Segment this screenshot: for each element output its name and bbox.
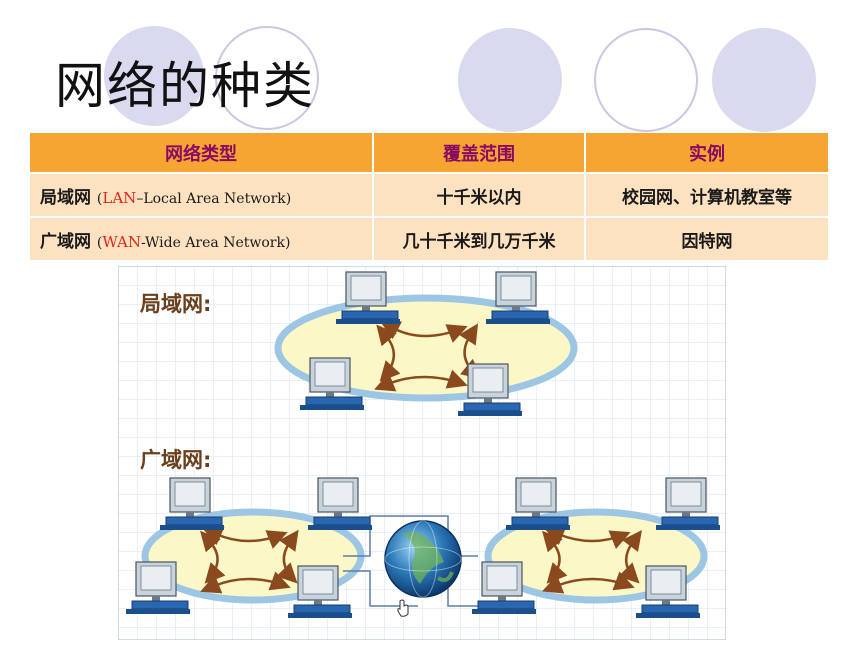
cell-network-type: 局域网 (LAN–Local Area Network) <box>30 172 374 216</box>
cell-range: 十千米以内 <box>374 172 586 216</box>
type-full-name: -Wide Area Network <box>141 234 285 251</box>
decorative-circle <box>104 26 204 126</box>
decorative-circle <box>712 28 816 132</box>
decorative-circle <box>594 28 698 132</box>
type-name-cn: 广域网 <box>40 231 91 252</box>
page-title: 网络的种类 <box>55 57 315 115</box>
column-header-range: 覆盖范围 <box>374 133 586 172</box>
network-diagram: 局域网: 广域网: <box>118 266 726 640</box>
column-header-type: 网络类型 <box>30 133 374 172</box>
paren-close: ) <box>284 234 291 251</box>
paren-close: ) <box>285 190 292 207</box>
decorative-circle <box>215 26 319 130</box>
type-abbr: LAN <box>102 188 137 207</box>
paren-open: ( <box>96 234 103 251</box>
column-header-example: 实例 <box>586 133 830 172</box>
type-name-cn: 局域网 <box>40 187 91 208</box>
globe-icon <box>384 520 462 598</box>
hand-cursor-icon <box>397 599 409 617</box>
cell-example: 校园网、计算机教室等 <box>586 172 830 216</box>
table-row: 广域网 (WAN-Wide Area Network) 几十千米到几万千米 因特… <box>30 216 830 260</box>
type-abbr: WAN <box>102 232 142 251</box>
network-types-table: 网络类型 覆盖范围 实例 局域网 (LAN–Local Area Network… <box>30 133 830 260</box>
wan-label: 广域网: <box>140 448 212 472</box>
table-header-row: 网络类型 覆盖范围 实例 <box>30 133 830 172</box>
table-row: 局域网 (LAN–Local Area Network) 十千米以内 校园网、计… <box>30 172 830 216</box>
lan-label: 局域网: <box>140 292 212 316</box>
cell-range: 几十千米到几万千米 <box>374 216 586 260</box>
cell-network-type: 广域网 (WAN-Wide Area Network) <box>30 216 374 260</box>
paren-open: ( <box>96 190 103 207</box>
cell-example: 因特网 <box>586 216 830 260</box>
type-full-name: –Local Area Network <box>136 190 286 207</box>
decorative-circle <box>458 28 562 132</box>
